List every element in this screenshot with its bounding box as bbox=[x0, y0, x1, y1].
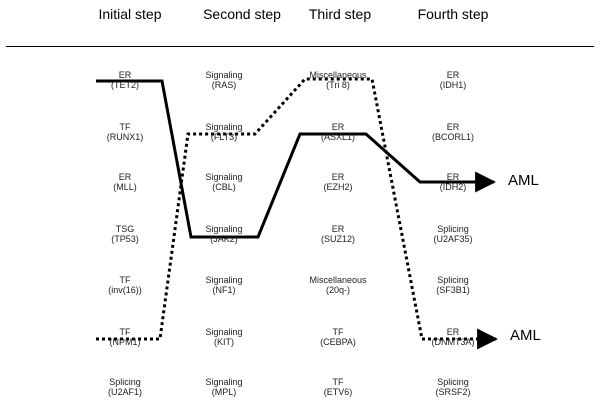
gene-node: TF(NPM1) bbox=[65, 327, 185, 347]
gene-node: ER(SUZ12) bbox=[278, 224, 398, 244]
header-fourth-step: Fourth step bbox=[417, 6, 489, 22]
gene-node: Splicing(U2AF1) bbox=[65, 377, 185, 397]
gene-node-gene: (SUZ12) bbox=[320, 234, 355, 244]
gene-node: TSG(TP53) bbox=[65, 224, 185, 244]
gene-node-gene: (IDH2) bbox=[439, 182, 467, 192]
gene-node-category: Miscellaneous bbox=[309, 275, 367, 285]
gene-node-gene: (JAK2) bbox=[210, 234, 238, 244]
gene-node-category: Splicing bbox=[437, 224, 469, 234]
gene-node-gene: (MPL) bbox=[211, 387, 237, 397]
gene-node: Signaling(KIT) bbox=[164, 327, 284, 347]
gene-node: Splicing(SF3B1) bbox=[393, 275, 513, 295]
gene-node-category: Signaling bbox=[205, 224, 243, 234]
gene-node: ER(TET2) bbox=[65, 70, 185, 90]
gene-node: ER(IDH2) bbox=[393, 172, 513, 192]
gene-node-gene: (TET2) bbox=[111, 80, 139, 90]
gene-node-category: ER bbox=[446, 122, 460, 132]
gene-node-category: ER bbox=[331, 172, 345, 182]
gene-node-gene: (ASXL1) bbox=[320, 132, 355, 142]
gene-node-category: ER bbox=[331, 122, 345, 132]
gene-node: Signaling(RAS) bbox=[164, 70, 284, 90]
gene-node-gene: (KIT) bbox=[214, 337, 234, 347]
gene-node: ER(ASXL1) bbox=[278, 122, 398, 142]
gene-node-category: TF bbox=[332, 377, 344, 387]
gene-node-category: TF bbox=[332, 327, 344, 337]
gene-node-category: Signaling bbox=[205, 327, 243, 337]
gene-node-category: ER bbox=[446, 172, 460, 182]
gene-node-category: Signaling bbox=[205, 172, 243, 182]
gene-node-category: ER bbox=[118, 70, 132, 80]
gene-node-category: Splicing bbox=[437, 377, 469, 387]
gene-node-gene: (inv(16)) bbox=[108, 285, 142, 295]
gene-node-gene: (CEBPA) bbox=[320, 337, 356, 347]
gene-node-category: Signaling bbox=[205, 122, 243, 132]
gene-node-category: TF bbox=[119, 275, 131, 285]
gene-node: Miscellaneous(20q-) bbox=[278, 275, 398, 295]
gene-node: ER(DNMT3A) bbox=[393, 327, 513, 347]
gene-node-gene: (Tri 8) bbox=[326, 80, 350, 90]
gene-node-gene: (SRSF2) bbox=[435, 387, 471, 397]
gene-node: ER(IDH1) bbox=[393, 70, 513, 90]
gene-node-category: TSG bbox=[115, 224, 135, 234]
gene-node-category: Splicing bbox=[437, 275, 469, 285]
gene-node: Miscellaneous(Tri 8) bbox=[278, 70, 398, 90]
gene-node-gene: (U2AF1) bbox=[107, 387, 142, 397]
gene-node: ER(BCORL1) bbox=[393, 122, 513, 142]
gene-node: Signaling(JAK2) bbox=[164, 224, 284, 244]
gene-node: TF(RUNX1) bbox=[65, 122, 185, 142]
gene-node-gene: (SF3B1) bbox=[436, 285, 470, 295]
gene-node-gene: (RAS) bbox=[211, 80, 237, 90]
gene-node-gene: (NPM1) bbox=[109, 337, 141, 347]
pathway-dotted-line bbox=[96, 77, 499, 350]
gene-node-gene: (EZH2) bbox=[323, 182, 353, 192]
gene-node: Splicing(SRSF2) bbox=[393, 377, 513, 397]
gene-node-category: Signaling bbox=[205, 275, 243, 285]
pathway-solid-line bbox=[96, 79, 497, 239]
gene-node: TF(CEBPA) bbox=[278, 327, 398, 347]
gene-node: ER(EZH2) bbox=[278, 172, 398, 192]
gene-node-category: ER bbox=[118, 172, 132, 182]
gene-node-category: Signaling bbox=[205, 377, 243, 387]
gene-node: ER(MLL) bbox=[65, 172, 185, 192]
gene-node-gene: (RUNX1) bbox=[106, 132, 144, 142]
gene-node: Signaling(NF1) bbox=[164, 275, 284, 295]
gene-node-gene: (U2AF35) bbox=[433, 234, 473, 244]
gene-node: Splicing(U2AF35) bbox=[393, 224, 513, 244]
gene-node-gene: (TP53) bbox=[111, 234, 139, 244]
gene-node: Signaling(CBL) bbox=[164, 172, 284, 192]
gene-node-gene: (FLT3) bbox=[210, 132, 238, 142]
gene-node: Signaling(FLT3) bbox=[164, 122, 284, 142]
gene-node-category: Miscellaneous bbox=[309, 70, 367, 80]
gene-node-category: ER bbox=[446, 327, 460, 337]
gene-node-gene: (MLL) bbox=[113, 182, 137, 192]
gene-node-gene: (NF1) bbox=[212, 285, 236, 295]
gene-node-gene: (20q-) bbox=[325, 285, 350, 295]
gene-node-gene: (BCORL1) bbox=[431, 132, 474, 142]
gene-node-category: TF bbox=[119, 122, 131, 132]
gene-node: TF(inv(16)) bbox=[65, 275, 185, 295]
gene-node-category: Signaling bbox=[205, 70, 243, 80]
gene-node: Signaling(MPL) bbox=[164, 377, 284, 397]
header-initial-step: Initial step bbox=[98, 6, 162, 22]
aml-outcome-dotted: AML bbox=[510, 327, 541, 344]
gene-node-category: TF bbox=[119, 327, 131, 337]
header-third-step: Third step bbox=[308, 6, 372, 22]
gene-node-gene: (ETV6) bbox=[323, 387, 353, 397]
gene-node-category: ER bbox=[446, 70, 460, 80]
gene-node-gene: (DNMT3A) bbox=[431, 337, 475, 347]
gene-node-gene: (CBL) bbox=[212, 182, 236, 192]
header-second-step: Second step bbox=[203, 6, 281, 22]
header-divider bbox=[6, 46, 594, 47]
gene-node-category: Splicing bbox=[109, 377, 141, 387]
gene-node-gene: (IDH1) bbox=[439, 80, 467, 90]
aml-outcome-solid: AML bbox=[508, 172, 539, 189]
gene-node-category: ER bbox=[331, 224, 345, 234]
gene-node: TF(ETV6) bbox=[278, 377, 398, 397]
